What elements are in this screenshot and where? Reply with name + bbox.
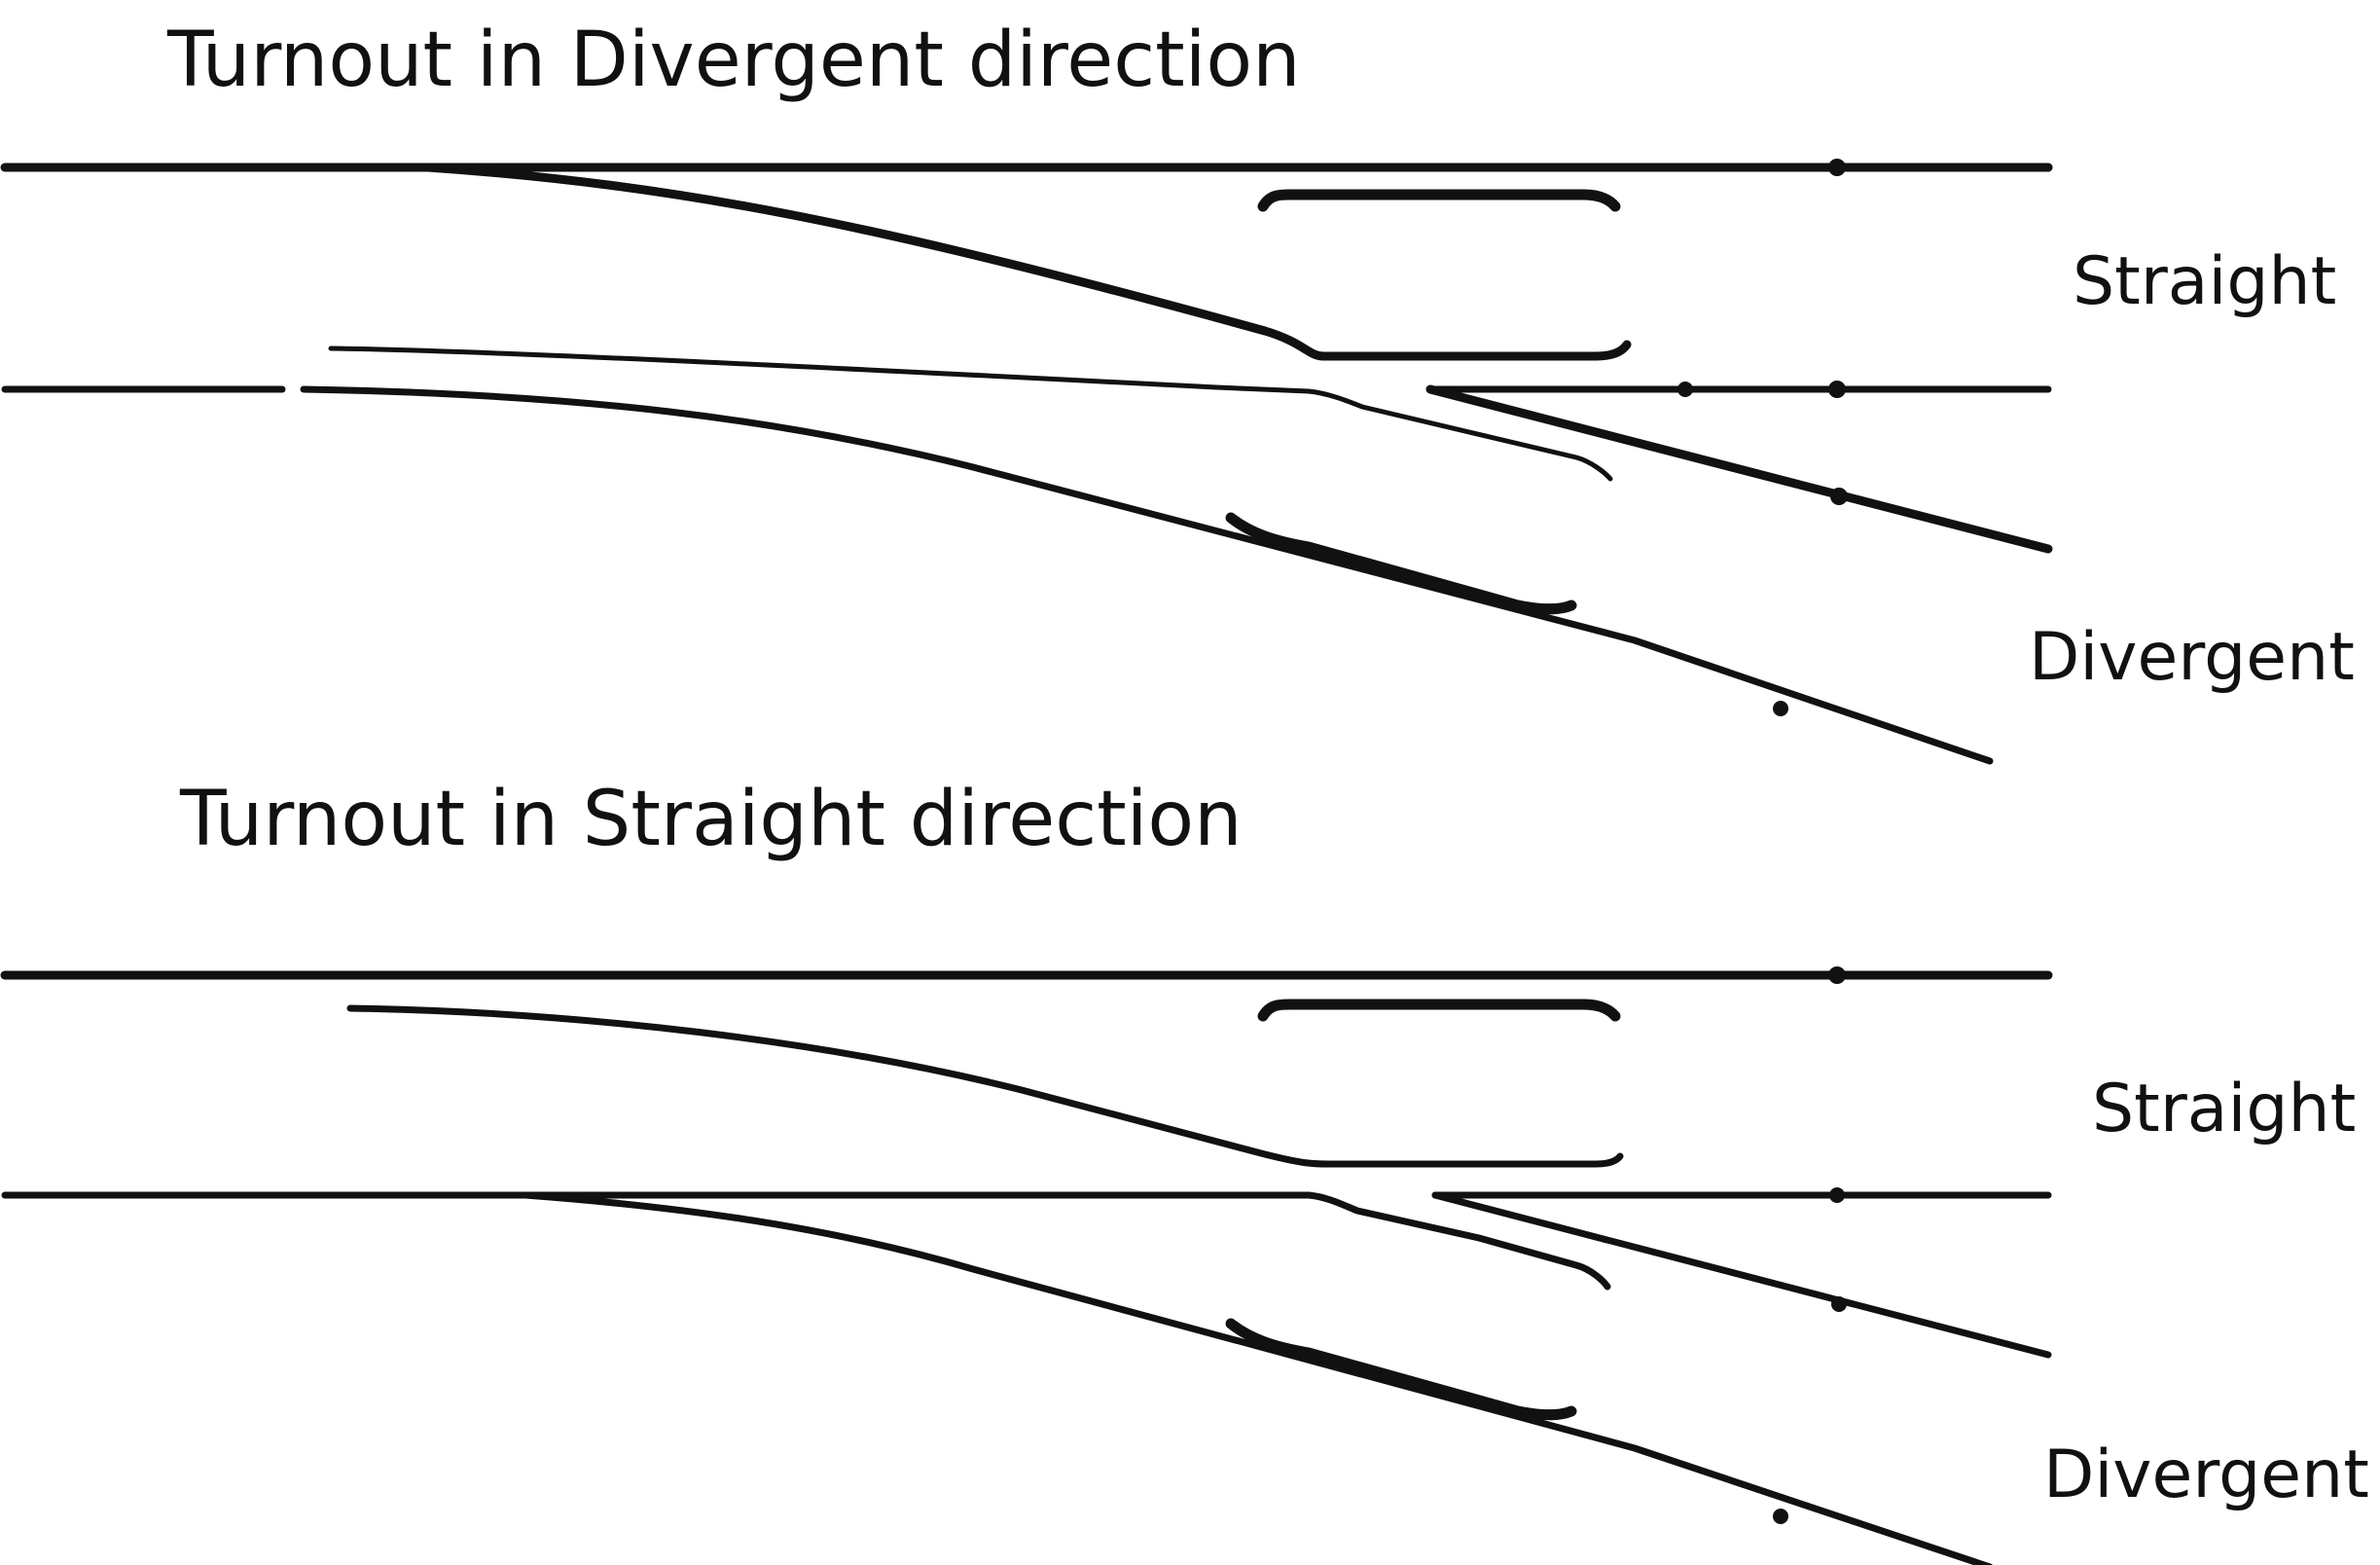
label-straight: Straight [2092, 1071, 2356, 1147]
frog-divergent-rail [1431, 1191, 2052, 1359]
rail-joint [1677, 382, 1693, 397]
turnout-divergent-diagram: Turnout in Divergent direction Straight … [0, 17, 2355, 765]
switch-rail-divergent [346, 1004, 1624, 1168]
check-rail-top [1257, 999, 1621, 1022]
turnout-straight-diagram: Turnout in Straight direction Straight D… [0, 776, 2369, 1565]
diagram-title-divergent: Turnout in Divergent direction [166, 17, 1301, 104]
label-divergent: Divergent [2029, 619, 2355, 696]
rail-joint [1773, 701, 1788, 716]
rail-joint [1828, 381, 1846, 398]
diagram-title-straight: Turnout in Straight direction [179, 776, 1243, 863]
rail-joint [1828, 966, 1846, 984]
check-rail-top [1257, 189, 1621, 212]
switch-rail-straight [328, 346, 1613, 482]
rail-joint [1830, 488, 1848, 505]
rail-joint [1829, 1187, 1845, 1203]
switch-rail-divergent [423, 163, 1632, 361]
stock-rail-lower [1, 1191, 1611, 1291]
label-divergent: Divergent [2043, 1437, 2369, 1513]
label-straight: Straight [2073, 243, 2336, 320]
rail-joint [1773, 1509, 1788, 1524]
check-rail-lower [1225, 512, 1577, 615]
rail-joint [1831, 1296, 1847, 1312]
check-rail-lower [1225, 1318, 1577, 1421]
rail-joint [1828, 159, 1846, 176]
stock-rail-lower-left-2 [300, 385, 1994, 765]
frog-divergent-rail [1425, 384, 2053, 554]
stock-rail-divergent [522, 1191, 1993, 1565]
